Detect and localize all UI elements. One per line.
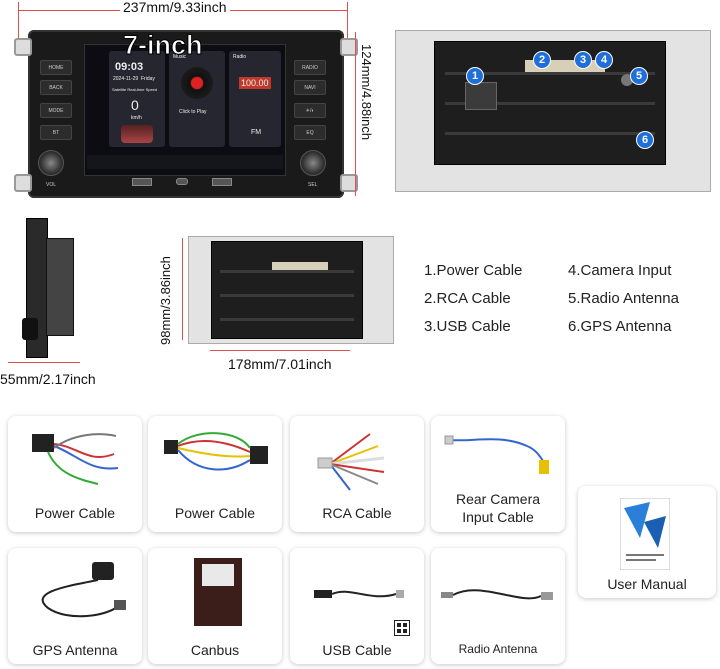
radio-label: Radio — [233, 54, 247, 60]
accessory-label: Power Cable — [174, 505, 256, 521]
canbus-box-icon — [194, 558, 242, 626]
chassis-width-line — [210, 350, 350, 351]
accessory-card-radio-antenna: Radio Antenna — [431, 548, 565, 664]
port-badge-4: 4 — [595, 51, 613, 69]
speed-unit: km/h — [131, 115, 142, 121]
accessory-card-user-manual: User Manual — [578, 486, 716, 598]
head-unit-front: HOME BACK MODE BT VOL RADIO NAVI ☀/◐ EQ … — [14, 30, 358, 198]
manual-icon — [620, 498, 670, 570]
bt-button[interactable]: BT — [40, 125, 72, 140]
eq-button[interactable]: EQ — [294, 125, 326, 140]
chassis-width-label: 178mm/7.01inch — [228, 356, 332, 372]
accessory-label: Power Cable — [34, 505, 116, 521]
volume-knob[interactable] — [38, 150, 64, 176]
port-badge-2: 2 — [533, 51, 551, 69]
clock-time: 09:03 — [115, 61, 144, 73]
play-label: Click to Play — [179, 109, 207, 115]
music-label: Music — [173, 54, 187, 60]
wire-harness-icon — [164, 432, 268, 471]
mount-ear — [14, 38, 32, 56]
usb-cable-icon — [314, 590, 404, 598]
back-panel-bracket: 1 2 3 4 5 6 — [395, 30, 711, 192]
home-button[interactable]: HOME — [40, 60, 72, 75]
grid-icon — [394, 620, 410, 636]
legend-item-4: 4.Camera Input — [568, 262, 672, 279]
select-knob[interactable] — [300, 150, 326, 176]
port-badge-5: 5 — [630, 67, 648, 85]
port-badge-3: 3 — [574, 51, 592, 69]
radio-band: FM — [251, 129, 262, 136]
touch-screen[interactable]: 09:03 2024-11-29 Friday Satellite Real-t… — [84, 44, 286, 176]
sel-label: SEL — [308, 182, 318, 188]
accessory-label: USB Cable — [322, 642, 392, 658]
camera-cable-icon — [444, 435, 549, 474]
width-dimension-label: 237mm/9.33inch — [120, 0, 230, 15]
radio-antenna-icon — [441, 589, 553, 600]
legend-item-3: 3.USB Cable — [424, 318, 511, 335]
mount-ear — [340, 38, 358, 56]
accessory-label: GPS Antenna — [32, 642, 118, 658]
radio-widget[interactable]: Radio 100.00 FM — [229, 51, 281, 147]
radio-frequency: 100.00 — [239, 77, 271, 89]
music-widget[interactable]: Music Click to Play — [169, 51, 225, 147]
accessory-label: RCA Cable — [322, 505, 392, 521]
mode-button[interactable]: MODE — [40, 103, 72, 118]
chassis-height-line — [182, 238, 183, 340]
port-badge-1: 1 — [466, 67, 484, 85]
chassis-height-label: 98mm/3.86inch — [158, 256, 173, 345]
iso-harness-icon — [32, 433, 119, 485]
accessory-card-power-cable-iso: Power Cable — [8, 416, 142, 532]
clock-widget[interactable]: 09:03 2024-11-29 Friday Satellite Real-t… — [109, 51, 165, 147]
brightness-button[interactable]: ☀/◐ — [294, 103, 326, 118]
vol-label: VOL — [46, 182, 57, 188]
vinyl-disc-icon — [181, 67, 213, 99]
screen-dock[interactable] — [87, 155, 283, 169]
width-dimension-tick-right — [347, 2, 348, 42]
usbc-port — [176, 178, 188, 185]
radio-button[interactable]: RADIO — [294, 60, 326, 75]
navi-button[interactable]: NAVI — [294, 80, 326, 95]
rca-cable-icon — [317, 433, 385, 491]
accessory-card-usb-cable: USB Cable — [290, 548, 424, 664]
legend-item-6: 6.GPS Antenna — [568, 318, 672, 335]
side-profile — [22, 218, 74, 358]
depth-dimension-label: 55mm/2.17inch — [0, 371, 96, 387]
car-graphic — [121, 125, 153, 143]
height-dimension-line — [355, 32, 356, 196]
accessory-card-power-cable-harness: Power Cable — [148, 416, 282, 532]
accessory-label: User Manual — [607, 576, 687, 592]
chassis-back — [211, 241, 363, 339]
accessory-card-camera-cable: Rear Camera Input Cable — [431, 416, 565, 532]
accessory-card-gps-antenna: GPS Antenna — [8, 548, 142, 664]
size-title: 7-inch — [123, 30, 204, 61]
accessory-label: Rear Camera Input Cable — [455, 491, 541, 525]
connector-block — [465, 82, 497, 110]
depth-dimension-line — [8, 362, 80, 363]
mount-ear — [340, 174, 358, 192]
speed-value: 0 — [131, 97, 139, 113]
legend-item-5: 5.Radio Antenna — [568, 290, 679, 307]
clock-weekday: Friday — [141, 76, 155, 82]
port-badge-6: 6 — [636, 131, 654, 149]
legend-item-2: 2.RCA Cable — [424, 290, 511, 307]
usb-port — [132, 178, 152, 186]
accessory-label: Canbus — [190, 642, 240, 658]
speed-banner: Satellite Real-time Speed — [112, 87, 158, 92]
legend-item-1: 1.Power Cable — [424, 262, 523, 279]
height-dimension-label: 124mm/4.88inch — [359, 44, 374, 141]
clock-date: 2024-11-29 — [113, 76, 139, 82]
accessory-label: Radio Antenna — [458, 642, 538, 656]
accessory-card-rca-cable: RCA Cable — [290, 416, 424, 532]
accessory-card-canbus: Canbus — [148, 548, 282, 664]
mount-ear — [14, 174, 32, 192]
width-dimension-tick-left — [18, 2, 19, 42]
chassis-bracket — [188, 236, 394, 344]
back-button[interactable]: BACK — [40, 80, 72, 95]
usb-port — [212, 178, 232, 186]
gps-antenna-icon — [41, 562, 126, 618]
